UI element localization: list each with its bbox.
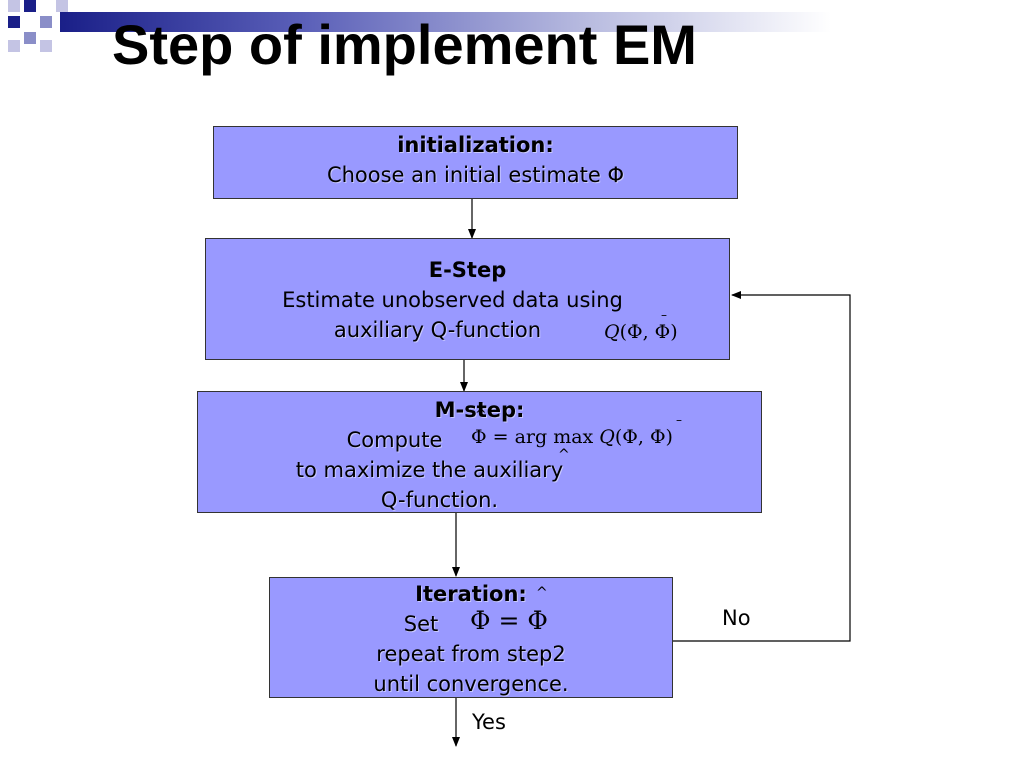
iteration-line1: Set xyxy=(403,612,439,636)
m-step-heading: M-step: xyxy=(434,398,525,422)
no-label: No xyxy=(722,606,751,630)
m-step-line3: Q-function. xyxy=(380,488,499,512)
e-step-box: E-Step Estimate unobserved data using au… xyxy=(205,238,730,360)
e-step-heading: E-Step xyxy=(428,258,507,282)
corner-decoration xyxy=(8,0,68,52)
init-box: initialization: Choose an initial estima… xyxy=(213,126,738,199)
m-step-box: M-step: Compute to maximize the auxiliar… xyxy=(197,391,762,513)
q-function-formula: Q(Φ, Φ) xyxy=(604,321,678,343)
yes-label: Yes xyxy=(472,710,506,734)
iteration-line3: until convergence. xyxy=(373,672,569,696)
m-step-line2: to maximize the auxiliary xyxy=(295,458,564,482)
slide-title: Step of implement EM xyxy=(112,13,697,76)
phi-assign-formula: Φ = Φ xyxy=(470,606,548,635)
phi-hat-mark: ^ xyxy=(558,447,570,463)
e-step-line1: Estimate unobserved data using xyxy=(282,288,623,312)
title-bar xyxy=(60,12,1024,32)
init-heading: initialization: xyxy=(397,133,554,157)
init-text: Choose an initial estimate Φ xyxy=(326,163,625,187)
e-step-line2: auxiliary Q-function xyxy=(333,318,542,342)
phi-hat-mark: ^ xyxy=(536,585,548,601)
iteration-heading: Iteration: xyxy=(415,582,527,606)
argmax-formula: Φ = arg max Q(Φ, Φ) xyxy=(471,426,673,448)
phi-hat-mark: ^ xyxy=(475,407,487,423)
iteration-line2: repeat from step2 xyxy=(376,642,566,666)
phi-bar-mark: – xyxy=(676,413,682,427)
iteration-box: Iteration: Set repeat from step2 until c… xyxy=(269,577,673,698)
m-step-line1: Compute xyxy=(346,428,443,452)
phi-bar-mark: – xyxy=(661,308,667,322)
